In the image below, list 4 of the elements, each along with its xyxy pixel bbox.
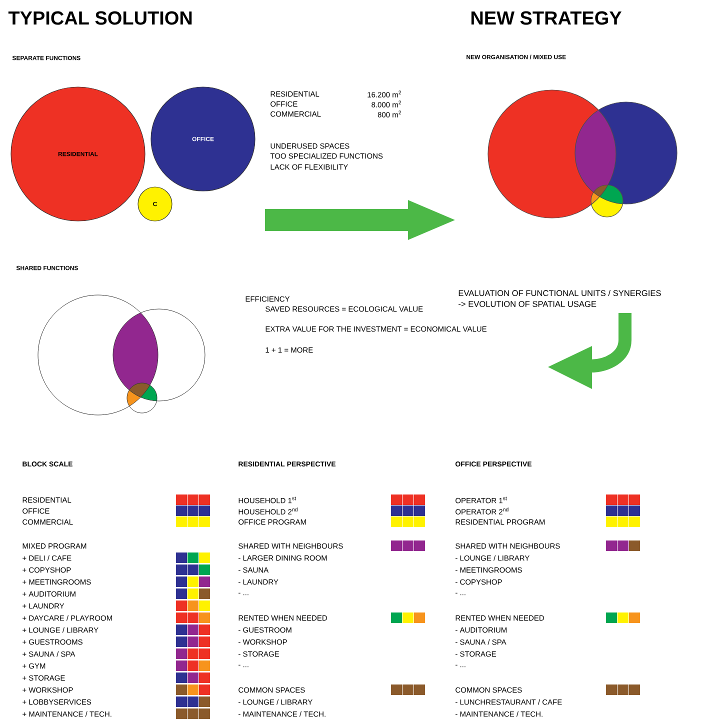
text-label: -> EVOLUTION OF SPATIAL USAGE bbox=[458, 301, 596, 307]
section-heading: NEW STRATEGY bbox=[471, 11, 622, 25]
text-label: EVALUATION OF FUNCTIONAL UNITS / SYNERGIES bbox=[458, 290, 661, 296]
section-heading: TYPICAL SOLUTION bbox=[8, 11, 192, 25]
